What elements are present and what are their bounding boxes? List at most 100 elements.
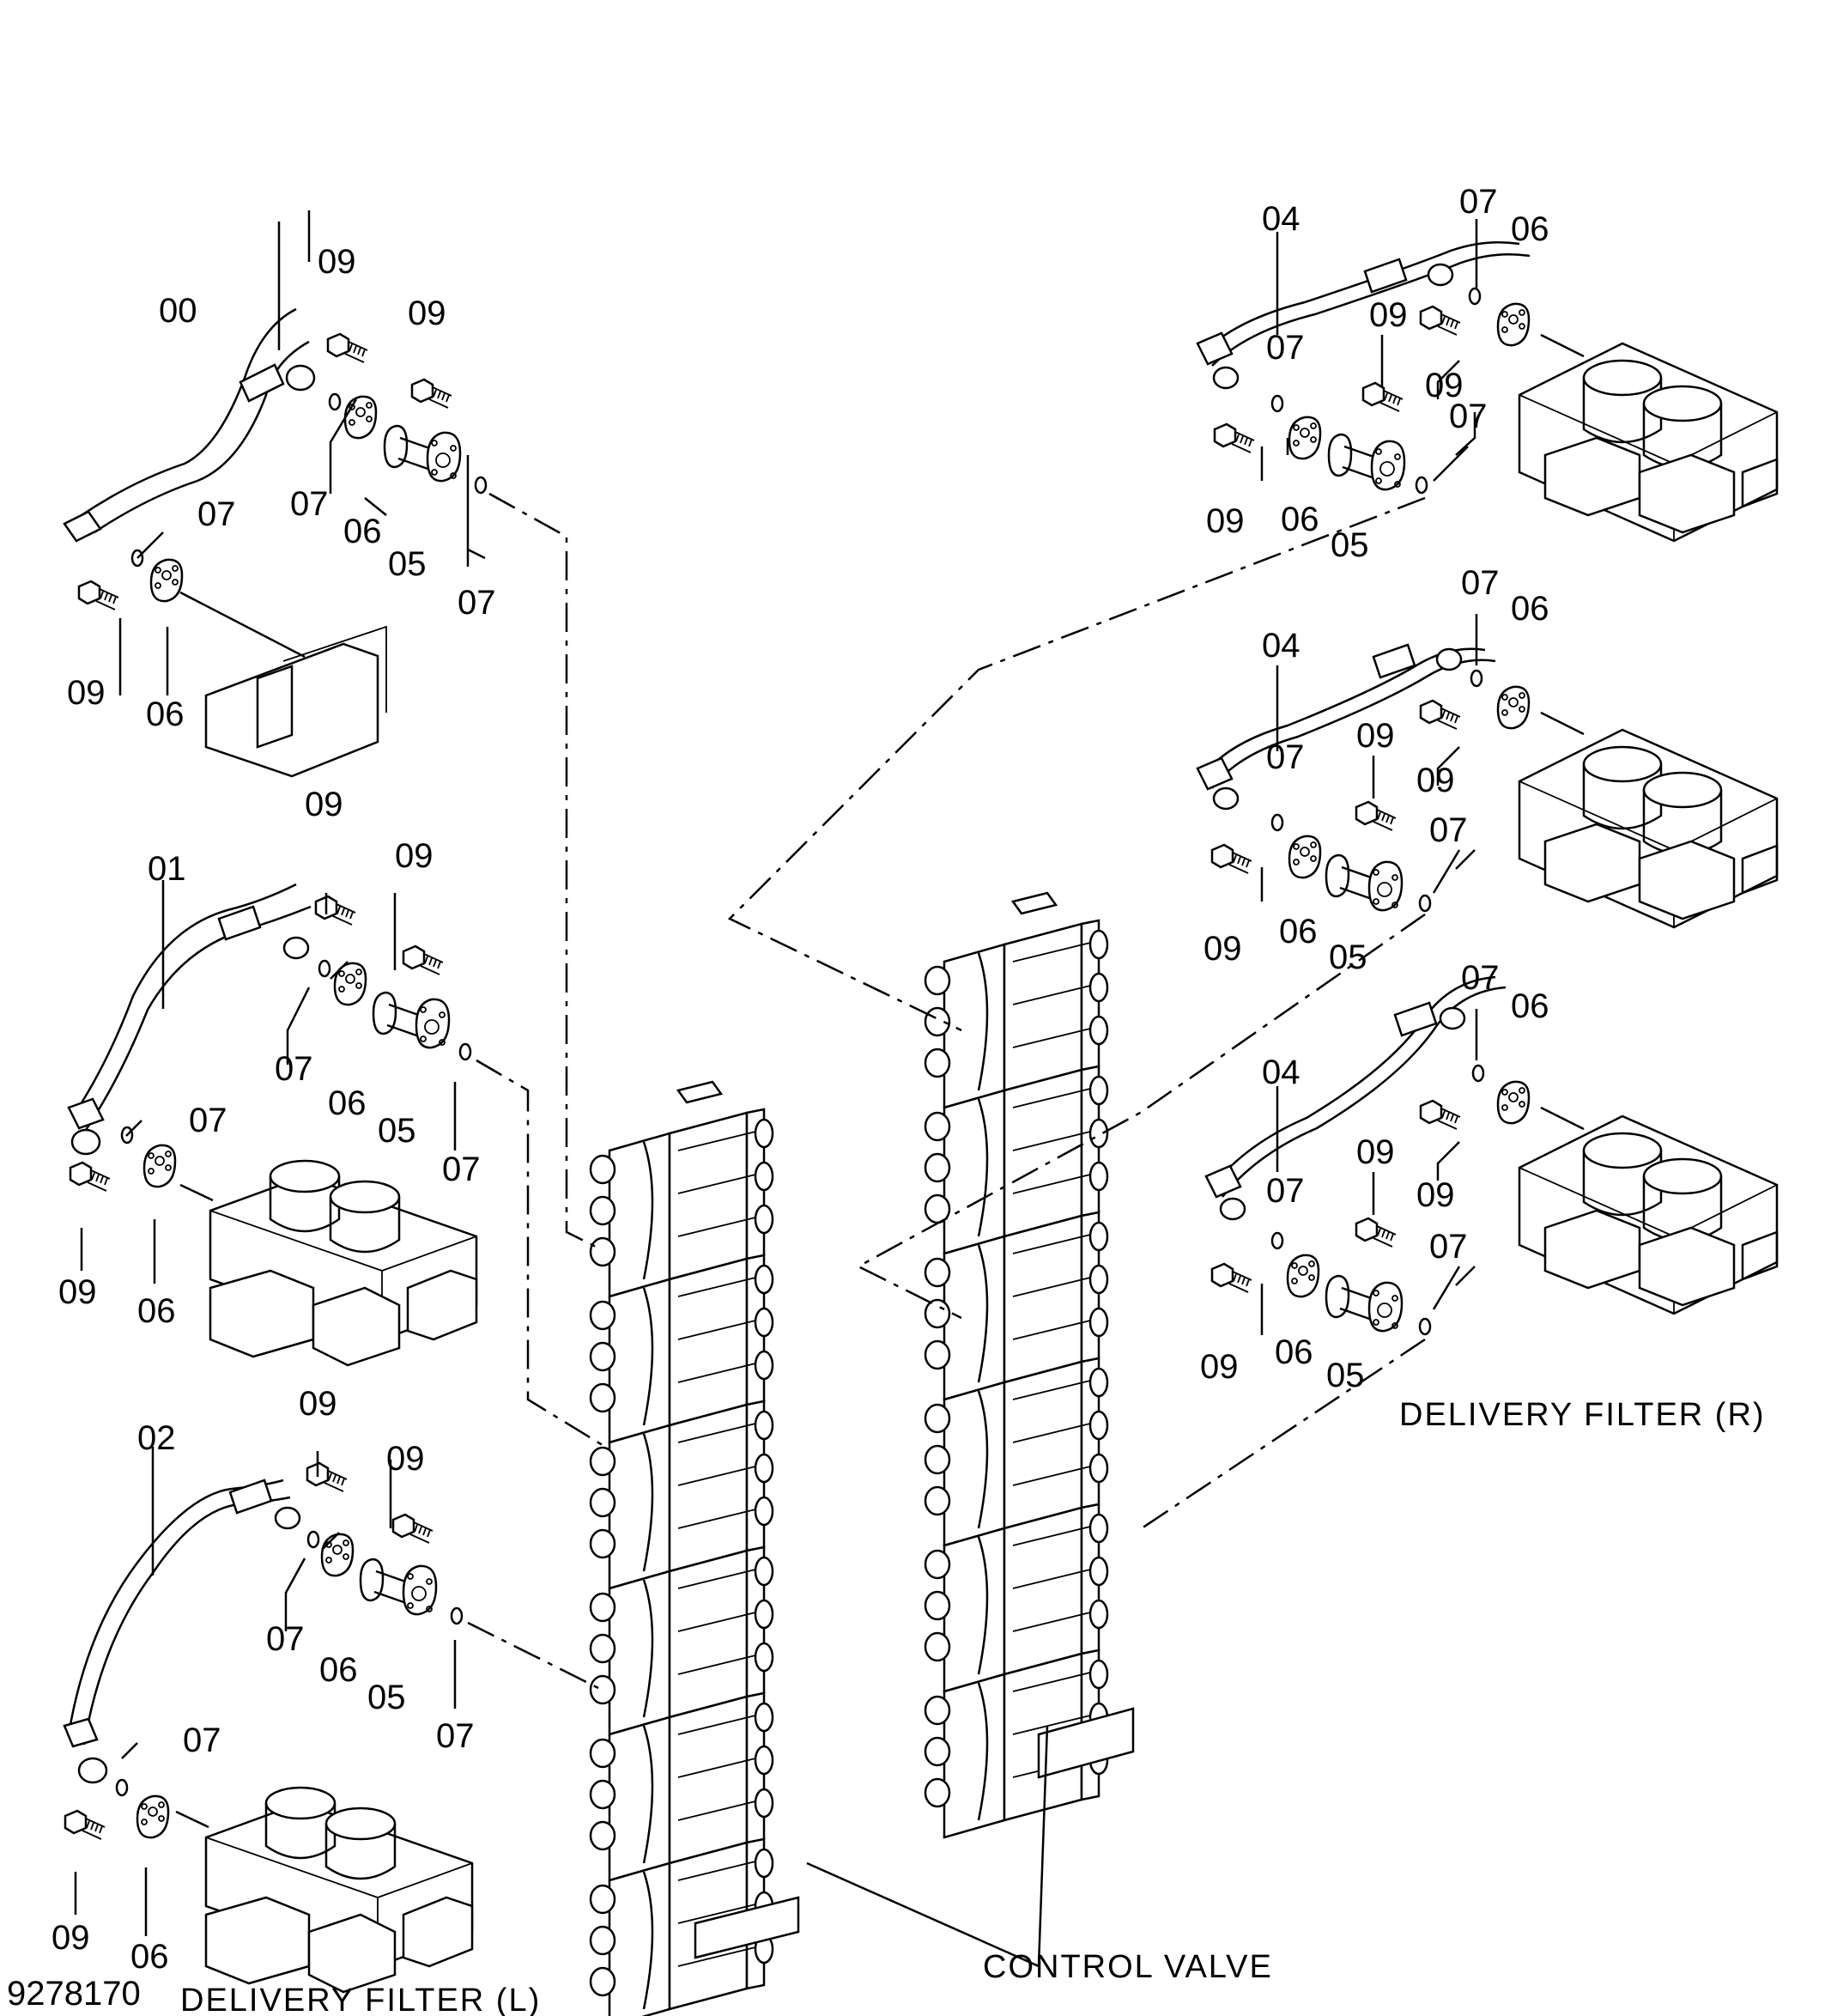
oring-icon [474,476,488,495]
label-hose: 02 [137,1419,176,1457]
caption-control-valve: CONTROL VALVE [983,1949,1273,1985]
bolt-icon [306,1461,349,1493]
flange-icon [1286,1254,1320,1298]
label-adapter: 05 [1326,1357,1365,1394]
oring-icon [1270,394,1284,413]
delivery-filter-icon [1518,728,1779,929]
bolt-icon [1361,381,1404,413]
label-oring: 07 [1429,811,1468,849]
flange-icon [1288,835,1322,879]
delivery-filter-icon [1518,1114,1779,1315]
connection-lines [467,492,1426,1968]
oring-icon [115,1778,129,1797]
oring-icon [1418,894,1432,913]
group-left-bot: 02 09 09 07 06 05 07 07 09 06 [52,1385,475,1994]
label-flange: 06 [319,1651,358,1689]
drawing-number: 9278170 [7,1975,141,2013]
oring-icon [1418,1317,1432,1336]
label-bolt: 09 [52,1919,90,1957]
bolt-icon [402,944,445,976]
label-bolt: 09 [1356,717,1395,755]
label-oring: 07 [1266,738,1305,776]
adapter-icon [372,991,451,1049]
label-oring: 07 [1461,564,1500,602]
bolt-icon [1210,1262,1253,1294]
caption-delivery-filter-right: DELIVERY FILTER (R) [1399,1397,1766,1433]
bolt-icon [1213,422,1256,454]
control-valve-right [924,891,1135,1839]
label-hose: 00 [159,292,197,330]
label-oring: 07 [183,1721,221,1759]
bolt-icon [1419,305,1462,337]
label-bolt: 09 [1416,762,1455,799]
bolt-icon [1355,1217,1398,1248]
label-adapter: 05 [1331,526,1369,564]
label-adapter: 05 [1329,938,1367,976]
label-flange: 06 [1279,913,1318,950]
label-bolt: 09 [395,837,433,875]
oring-icon [306,1530,320,1549]
delivery-filter-icon [204,1786,474,1994]
label-adapter: 05 [388,545,427,583]
oring-icon [328,392,342,411]
group-right-mid: 04 07 06 09 07 09 09 06 05 07 [1196,564,1779,976]
label-adapter: 05 [367,1679,406,1716]
flange-icon [1496,1080,1531,1125]
label-bolt: 09 [1425,367,1464,404]
label-bolt: 09 [386,1440,425,1478]
label-adapter: 05 [378,1112,416,1150]
bolt-icon [1419,699,1462,731]
label-bolt: 09 [1416,1176,1455,1214]
flange-icon [1496,685,1531,730]
bolt-icon [410,378,453,410]
label-flange: 06 [130,1938,169,1976]
hose-04 [1201,240,1531,367]
bolt-icon [69,1161,112,1193]
label-oring: 07 [290,485,329,523]
oring-icon [1270,813,1284,832]
label-oring: 07 [1266,329,1305,367]
label-oring: 07 [436,1717,475,1755]
flange-icon [142,1144,177,1188]
group-right-bot: 04 07 06 09 07 09 09 06 05 07 [1200,959,1779,1394]
label-oring: 07 [1449,398,1488,435]
oring-icon [318,959,331,978]
oring-icon [1471,1064,1485,1083]
label-oring: 07 [1429,1228,1468,1266]
label-hose: 01 [148,850,186,888]
adapter-icon [1327,433,1406,491]
caption-delivery-filter-left: DELIVERY FILTER (L) [180,1983,541,2016]
oring-icon [120,1126,134,1145]
group-left-top: 00 09 09 07 06 05 07 07 09 06 [63,210,496,778]
label-oring: 07 [442,1151,481,1188]
label-bolt: 09 [299,1385,337,1423]
hose-02 [67,1479,291,1746]
hose-01 [71,883,312,1131]
oring-icon [450,1606,464,1625]
flange-icon [343,395,378,440]
adapter-icon [359,1558,438,1616]
label-flange: 06 [146,695,185,733]
flange-icon [149,558,184,603]
label-oring: 07 [189,1102,227,1139]
adapter-icon [1325,1274,1404,1333]
label-oring: 07 [197,495,236,533]
flange-icon [320,1533,355,1577]
bolt-icon [1210,843,1253,875]
label-flange: 06 [1275,1333,1313,1371]
label-bolt: 09 [1206,502,1245,540]
label-bolt: 09 [58,1273,97,1311]
label-bolt: 09 [1356,1133,1395,1171]
label-oring: 07 [275,1050,313,1088]
bolt-icon [1355,800,1398,832]
bolt-icon [326,332,369,364]
oring-icon [458,1042,472,1061]
label-bolt: 09 [1200,1348,1239,1386]
label-oring: 07 [458,584,496,622]
group-left-mid: 01 09 09 07 06 05 07 07 09 06 [58,786,481,1367]
delivery-filter-icon [1518,342,1779,543]
adapter-icon [383,424,462,483]
label-bolt: 09 [1203,930,1242,968]
oring-icon [1415,476,1428,495]
